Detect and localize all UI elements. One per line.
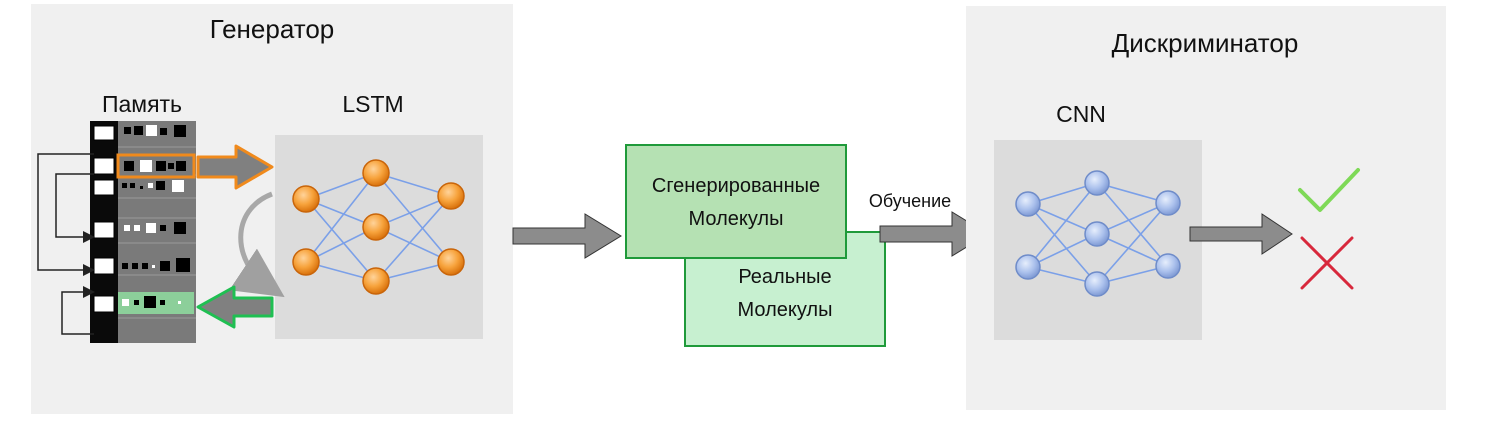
check-icon [1298, 168, 1360, 212]
read-arrow [196, 144, 274, 190]
generated-molecules-line1: Сгенерированные [652, 175, 820, 197]
lstm-nodes [292, 159, 465, 295]
generator-to-molecules-arrow [512, 213, 622, 259]
real-molecules-line2: Молекулы [738, 299, 833, 321]
generated-molecules-box [625, 144, 847, 259]
lstm-label: LSTM [342, 91, 403, 117]
memory-connections [37, 153, 95, 335]
write-arrow [196, 285, 274, 329]
memory-block [90, 121, 196, 343]
real-molecules-line1: Реальные [738, 266, 831, 288]
generator-title: Генератор [210, 14, 335, 44]
discriminator-title: Дискриминатор [1112, 28, 1299, 58]
training-label: Обучение [869, 191, 951, 211]
cross-icon [1300, 236, 1354, 290]
memory-label: Память [102, 91, 182, 117]
lstm-loop-arrow [229, 191, 285, 298]
cnn-label: CNN [1056, 101, 1106, 127]
cnn-nodes [1015, 170, 1181, 297]
cnn-to-output-arrow [1189, 213, 1293, 255]
generated-molecules-line2: Молекулы [689, 208, 784, 230]
